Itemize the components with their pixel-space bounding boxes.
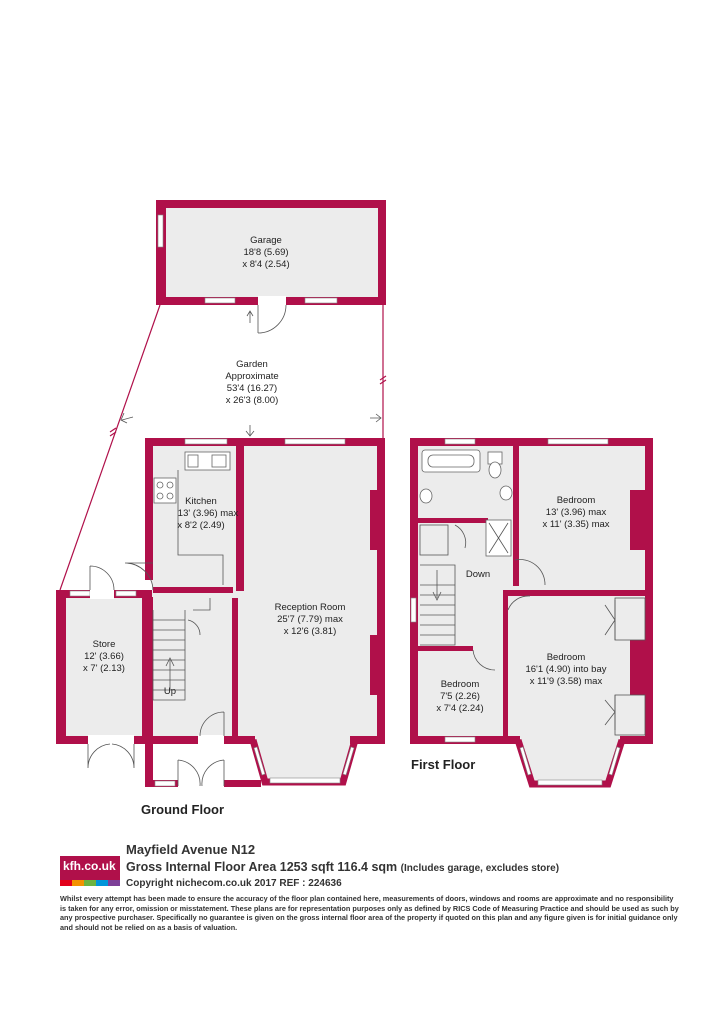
store-dim2: x 7' (2.13) [83, 663, 125, 674]
logo-text: kfh.co.uk [63, 859, 116, 873]
logo-color-bars [60, 880, 120, 886]
gross-area-text: Gross Internal Floor Area 1253 sqft 116.… [126, 860, 398, 874]
bedroom2-dim2: x 11'9 (3.58) max [530, 676, 603, 687]
garage-name: Garage [250, 235, 282, 246]
store-name: Store [93, 639, 116, 650]
reception-dim1: 25'7 (7.79) max [277, 614, 343, 625]
bedroom3-dim1: 7'5 (2.26) [440, 691, 480, 702]
reception-dim2: x 12'6 (3.81) [284, 626, 337, 637]
garage [156, 200, 386, 334]
bedroom3-dim2: x 7'4 (2.24) [436, 703, 483, 714]
bedroom1-name: Bedroom [557, 495, 596, 506]
first-floor-label: First Floor [411, 757, 475, 772]
store [56, 565, 152, 769]
stairs [152, 610, 186, 701]
gross-area: Gross Internal Floor Area 1253 sqft 116.… [126, 860, 559, 874]
logo-bar [72, 880, 84, 886]
first-floor [410, 438, 653, 788]
kfh-logo[interactable]: kfh.co.uk [60, 856, 120, 886]
logo-bar [84, 880, 96, 886]
garden [59, 304, 387, 591]
logo-bar [60, 880, 72, 886]
stairs-down-label: Down [466, 569, 490, 580]
ground-floor-label: Ground Floor [141, 802, 224, 817]
garden-dim3: x 26'3 (8.00) [226, 395, 279, 406]
bedroom2-dim1: 16'1 (4.90) into bay [525, 664, 606, 675]
store-dim1: 12' (3.66) [84, 651, 124, 662]
property-address: Mayfield Avenue N12 [126, 842, 256, 857]
bedroom3-name: Bedroom [441, 679, 480, 690]
logo-bar [96, 880, 108, 886]
stairs-up-label: Up [164, 686, 176, 697]
garage-dim2: x 8'4 (2.54) [242, 259, 289, 270]
kitchen-dim2: x 8'2 (2.49) [177, 520, 224, 531]
kitchen-dim1: 13' (3.96) max [178, 508, 239, 519]
garden-dim2: 53'4 (16.27) [227, 383, 277, 394]
copyright: Copyright nichecom.co.uk 2017 REF : 2246… [126, 878, 342, 889]
garden-dim1: Approximate [225, 371, 278, 382]
disclaimer: Whilst every attempt has been made to en… [60, 894, 679, 932]
ground-floor [124, 438, 385, 788]
bedroom2-name: Bedroom [547, 652, 586, 663]
logo-bar [108, 880, 120, 886]
garage-dim1: 18'8 (5.69) [243, 247, 288, 258]
garden-name: Garden [236, 359, 268, 370]
kitchen-name: Kitchen [185, 496, 217, 507]
gross-area-note: (Includes garage, excludes store) [400, 863, 560, 874]
bedroom1-dim2: x 11' (3.35) max [542, 519, 609, 530]
bedroom1-dim1: 13' (3.96) max [546, 507, 607, 518]
reception-name: Reception Room [275, 602, 346, 613]
